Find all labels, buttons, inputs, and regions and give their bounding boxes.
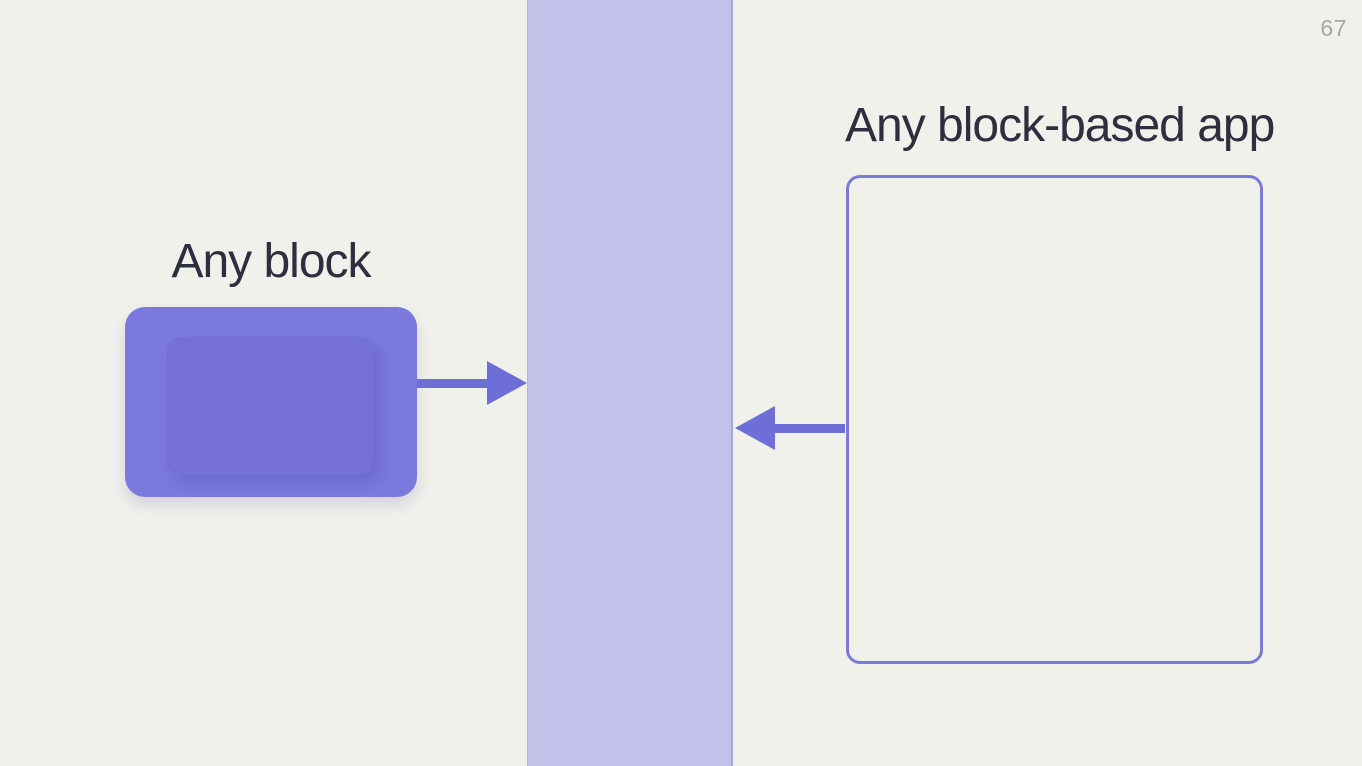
- arrow-right-head: [487, 361, 527, 405]
- arrow-left-shaft: [765, 424, 845, 433]
- page-number: 67: [1320, 15, 1347, 41]
- arrow-left-icon: [735, 406, 845, 450]
- arrow-right-icon: [417, 361, 527, 405]
- right-app-label: Any block-based app: [845, 99, 1275, 152]
- arrow-right-shaft: [417, 379, 497, 388]
- any-block-inner-shape: [167, 337, 373, 475]
- left-block-label: Any block: [171, 235, 371, 288]
- any-block-shape: [125, 307, 417, 497]
- app-outline-shape: [846, 175, 1263, 664]
- connector-band: [527, 0, 733, 766]
